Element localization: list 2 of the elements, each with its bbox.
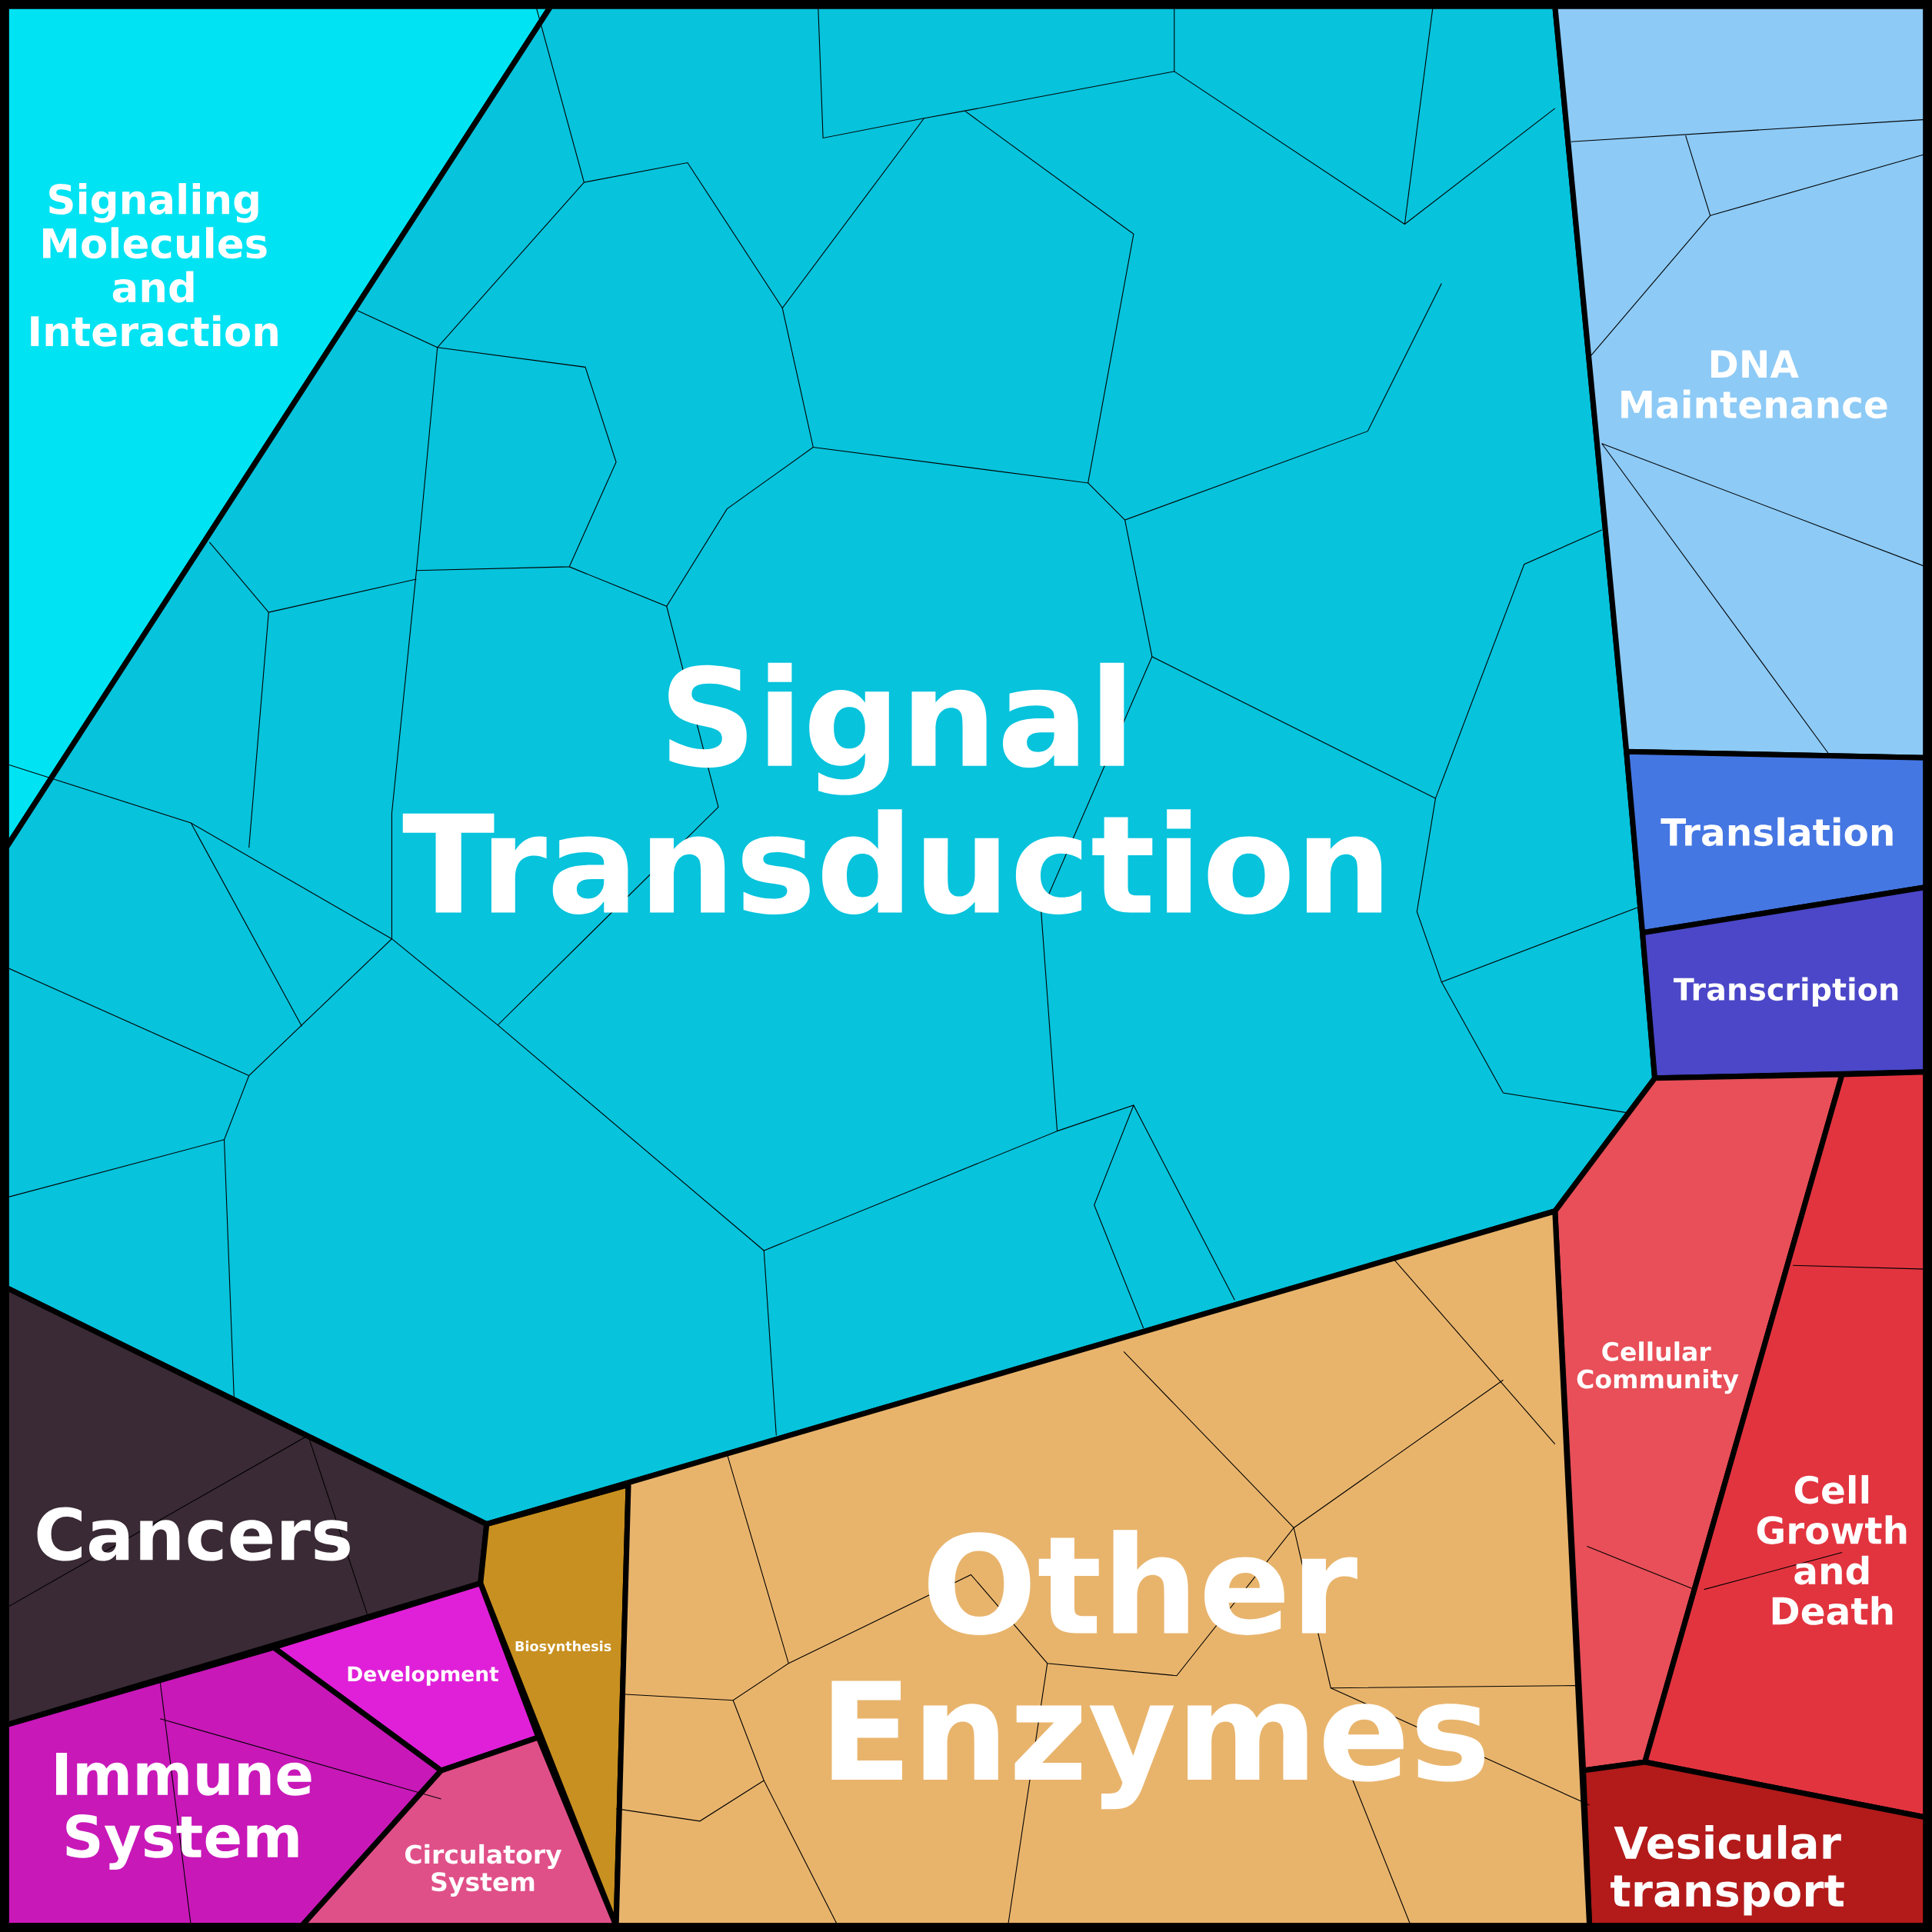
treemap-region: Transcription — [1640, 884, 1929, 1081]
treemap-region: DNA Maintenance — [1552, 3, 1929, 761]
